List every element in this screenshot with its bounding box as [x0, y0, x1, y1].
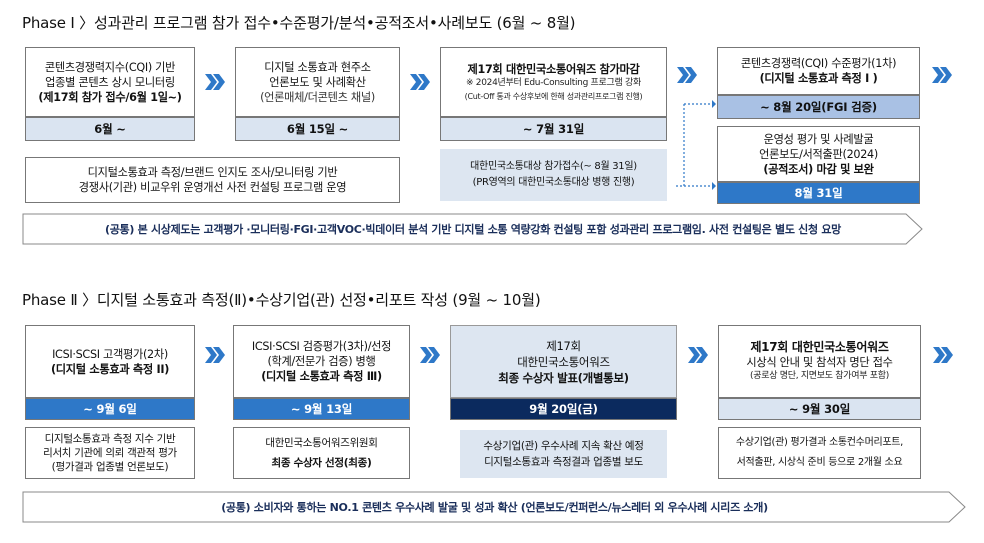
phase2-step4-date: ~ 9월 30일: [718, 398, 921, 420]
double-chevron-right-icon: [406, 71, 434, 93]
p2-step2-note2: 최종 수상자 선정(최종): [271, 457, 372, 469]
step3-line1: 제17회 대한민국소통어워즈 참가마감: [467, 62, 640, 76]
phase2-step3-box: 제17회 대한민국소통어워즈 최종 수상자 발표(개별통보): [450, 325, 677, 398]
p2-step1-line1: ICSI·SCSI 고객평가(2차): [52, 347, 168, 361]
p2-step4-note1: 수상기업(관) 평가결과 소통컨수머리포트,: [735, 437, 904, 448]
phase1-step5-box: 운영성 평가 및 사례발굴 언론보도/서적출판(2024) (공적조서) 마감 …: [717, 126, 920, 182]
phase1-title: Phase Ⅰ 〉성과관리 프로그램 참가 접수•수준평가/분석•공적조서•사례…: [22, 14, 576, 32]
p2-step4-note2: 서적출판, 시상식 준비 등으로 2개월 소요: [736, 457, 903, 468]
p2-step4-line1: 제17회 대한민국소통어워즈: [750, 340, 889, 354]
phase2-banner-text: (공통) 소비자와 통하는 NO.1 콘텐츠 우수사례 발굴 및 성과 확산 (…: [221, 501, 768, 514]
double-chevron-right-icon: [928, 64, 956, 86]
phase1-consulting-box: 디지털소통효과 측정/브랜드 인지도 조사/모니터링 기반 경쟁사(기관) 비교…: [25, 157, 400, 203]
phase1-step4-box: 콘텐츠경쟁력(CQI) 수준평가(1차) (디지털 소통효과 측정 I ): [717, 47, 920, 95]
double-chevron-right-icon: [673, 64, 701, 86]
step3-line2: ※ 2024년부터 Edu-Consulting 프로그램 강화: [466, 77, 641, 88]
step3-line3: (Cut-Off 통과 수상후보에 한해 성과관리프로그램 진행): [464, 91, 643, 101]
phase2-step1-date: ~ 9월 6일: [25, 398, 195, 420]
p2-step3-line1: 제17회: [546, 338, 581, 353]
p2-step4-line2: 시상식 안내 및 참석자 명단 접수: [746, 356, 893, 369]
dotted-connector: [676, 100, 716, 190]
step2-line3: (언론매체/더콘텐츠 채널): [260, 90, 375, 104]
phase1-step2-date: 6월 15일 ~: [235, 117, 400, 141]
p2-step1-note2: 리서치 기관에 의뢰 객관적 평가: [43, 447, 177, 459]
step1-line1: 콘텐츠경쟁력지수(CQI) 기반: [44, 60, 176, 74]
step5-line2: 언론보도/서적출판(2024): [759, 147, 878, 161]
phase2-title: Phase Ⅱ 〉디지털 소통효과 측정(Ⅱ)•수상기업(관) 선정•리포트 작…: [22, 291, 541, 309]
step4-line1: 콘텐츠경쟁력(CQI) 수준평가(1차): [740, 56, 897, 71]
phase2-step2-box: ICSI·SCSI 검증평가(3차)/선정 (학계/전문가 검증) 병행 (디지…: [233, 325, 410, 398]
phase1-step1-date: 6월 ~: [25, 117, 195, 141]
p2-step1-note3: (평가결과 업종별 언론보도): [51, 461, 169, 473]
step2-line2: 언론보도 및 사례확산: [269, 75, 366, 89]
phase1-common-banner: (공통) 본 시상제도는 고객평가 ·모니터링·FGI·고객VOC·빅데이터 분…: [22, 213, 924, 245]
phase2-step2-note: 대한민국소통어워즈위원회 최종 수상자 선정(최종): [233, 427, 410, 479]
p2-step3-line3: 최종 수상자 발표(개별통보): [498, 370, 629, 385]
p2-step1-note1: 디지털소통효과 측정 지수 기반: [44, 433, 176, 445]
p2-step3-note2: 디지털소통효과 측정결과 업종별 보도: [484, 456, 643, 468]
phase2-step3-date: 9월 20일(금): [450, 398, 677, 420]
step1-line3: (제17회 참가 접수/6월 1일~): [38, 90, 182, 104]
consulting-line2: 경쟁사(기관) 비교우위 운영개선 사전 컨설팅 프로그램 운영: [78, 181, 347, 194]
step5-line1: 운영성 평가 및 사례발굴: [763, 132, 874, 146]
phase1-step4-date: ~ 8월 20일(FGI 검증): [717, 95, 920, 119]
p2-step2-note1: 대한민국소통어워즈위원회: [265, 437, 378, 449]
double-chevron-right-icon: [929, 344, 957, 366]
double-chevron-right-icon: [201, 344, 229, 366]
p2-step2-line1: ICSI·SCSI 검증평가(3차)/선정: [251, 340, 392, 353]
phase2-step4-box: 제17회 대한민국소통어워즈 시상식 안내 및 참석자 명단 접수 (공로상 명…: [718, 325, 921, 398]
phase2-common-banner: (공통) 소비자와 통하는 NO.1 콘텐츠 우수사례 발굴 및 성과 확산 (…: [22, 491, 967, 523]
phase1-step3-box: 제17회 대한민국소통어워즈 참가마감 ※ 2024년부터 Edu-Consul…: [440, 47, 667, 117]
phase1-award-registration-box: 대한민국소통대상 참가접수(~ 8월 31일) (PR영역의 대한민국소통대상 …: [440, 149, 667, 201]
p2-step2-line2: (학계/전문가 검증) 병행: [267, 355, 376, 368]
phase2-step1-note: 디지털소통효과 측정 지수 기반 리서치 기관에 의뢰 객관적 평가 (평가결과…: [25, 427, 195, 479]
p2-step3-note1: 수상기업(관) 우수사례 지속 확산 예정: [483, 440, 644, 452]
step1-line2: 업종별 콘텐츠 상시 모니터링: [45, 75, 175, 89]
award-registration-line1: 대한민국소통대상 참가접수(~ 8월 31일): [470, 161, 637, 172]
double-chevron-right-icon: [416, 344, 444, 366]
p2-step2-line3: (디지털 소통효과 측정 Ⅲ): [261, 370, 382, 383]
phase1-step1-box: 콘텐츠경쟁력지수(CQI) 기반 업종별 콘텐츠 상시 모니터링 (제17회 참…: [25, 47, 195, 117]
step4-line1-text: 콘텐츠경쟁력(CQI) 수준평가(1차): [740, 57, 897, 70]
consulting-line1: 디지털소통효과 측정/브랜드 인지도 조사/모니터링 기반: [87, 166, 338, 179]
double-chevron-right-icon: [201, 71, 229, 93]
p2-step1-line2: (디지털 소통효과 측정 II): [50, 362, 170, 376]
phase2-step1-box: ICSI·SCSI 고객평가(2차) (디지털 소통효과 측정 II): [25, 325, 195, 398]
phase2-step4-note: 수상기업(관) 평가결과 소통컨수머리포트, 서적출판, 시상식 준비 등으로 …: [718, 427, 921, 479]
phase2-step3-note: 수상기업(관) 우수사례 지속 확산 예정 디지털소통효과 측정결과 업종별 보…: [460, 430, 667, 478]
phase1-step2-box: 디지털 소통효과 현주소 언론보도 및 사례확산 (언론매체/더콘텐츠 채널): [235, 47, 400, 117]
step2-line1: 디지털 소통효과 현주소: [264, 60, 371, 74]
step5-line3: (공적조서) 마감 및 보완: [763, 162, 874, 176]
p2-step4-line3: (공로상 명단, 지면보도 참가여부 포함): [750, 371, 889, 381]
phase1-step3-date: ~ 7월 31일: [440, 117, 667, 141]
phase1-banner-text: (공통) 본 시상제도는 고객평가 ·모니터링·FGI·고객VOC·빅데이터 분…: [105, 223, 841, 236]
award-registration-line2: (PR영역의 대한민국소통대상 병행 진행): [472, 177, 635, 188]
p2-step3-line2: 대한민국소통어워즈: [517, 354, 610, 369]
phase2-step2-date: ~ 9월 13일: [233, 398, 410, 420]
double-chevron-right-icon: [684, 344, 712, 366]
step4-line2: (디지털 소통효과 측정 I ): [759, 72, 878, 85]
phase1-step5-date: 8월 31일: [717, 182, 920, 204]
